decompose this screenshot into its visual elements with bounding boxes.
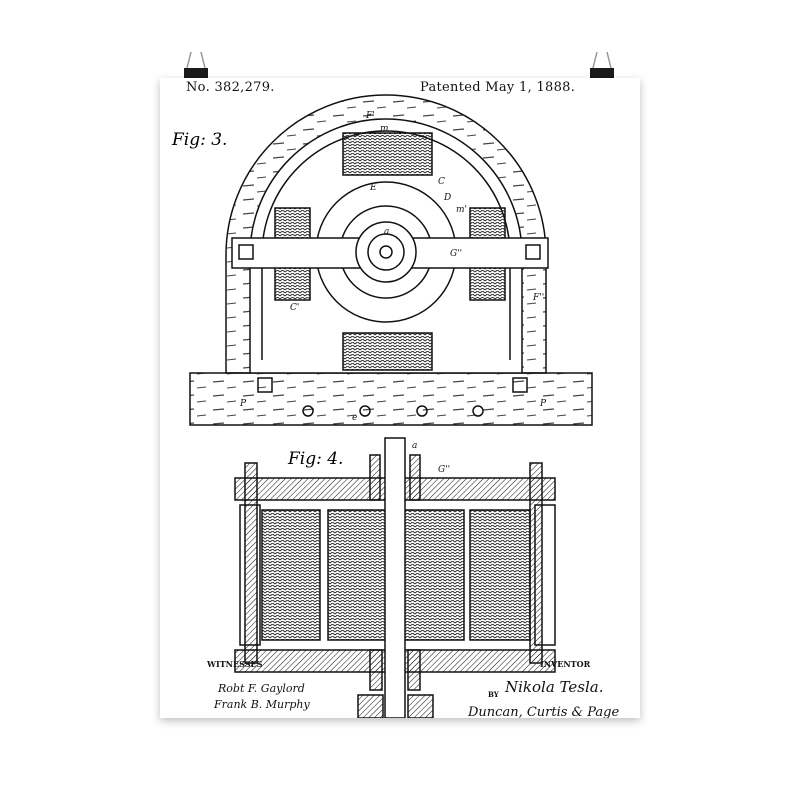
- label-d: D: [443, 193, 451, 203]
- by-label: BY: [488, 690, 500, 699]
- witness-signature-1: Robt F. Gaylord: [217, 682, 305, 695]
- label-m: m: [380, 124, 389, 134]
- attorney-signature: Duncan, Curtis & Page: [467, 705, 619, 718]
- figure-3-label: Fig: 3.: [171, 130, 227, 150]
- label-a: a: [384, 227, 389, 237]
- patent-poster: No. 382,279. Patented May 1, 1888. Fig: …: [160, 78, 640, 718]
- figure-3-motor: [190, 95, 592, 425]
- label-e-small: e: [352, 413, 357, 423]
- figure-4-label: Fig: 4.: [287, 449, 343, 469]
- label-f: F': [365, 111, 375, 121]
- label-f2: F'': [532, 293, 544, 303]
- label-e: E: [369, 183, 377, 193]
- label-g2: G'': [438, 465, 450, 475]
- label-c-prime: C': [290, 303, 299, 313]
- patent-drawing: Fig: 3. Fig: 4.: [160, 78, 640, 718]
- label-g: G'': [450, 249, 462, 259]
- inventor-signature: Nikola Tesla.: [504, 678, 603, 696]
- witness-signature-2: Frank B. Murphy: [213, 698, 311, 711]
- label-a2: a: [412, 441, 417, 451]
- label-p2: P: [539, 399, 547, 409]
- witnesses-label: WITNESSES: [206, 659, 263, 669]
- figure-4-section: [235, 438, 555, 718]
- label-m-prime: m': [456, 205, 467, 215]
- inventor-label: INVENTOR: [540, 659, 591, 669]
- label-c: C: [438, 177, 445, 187]
- label-p: P: [239, 399, 247, 409]
